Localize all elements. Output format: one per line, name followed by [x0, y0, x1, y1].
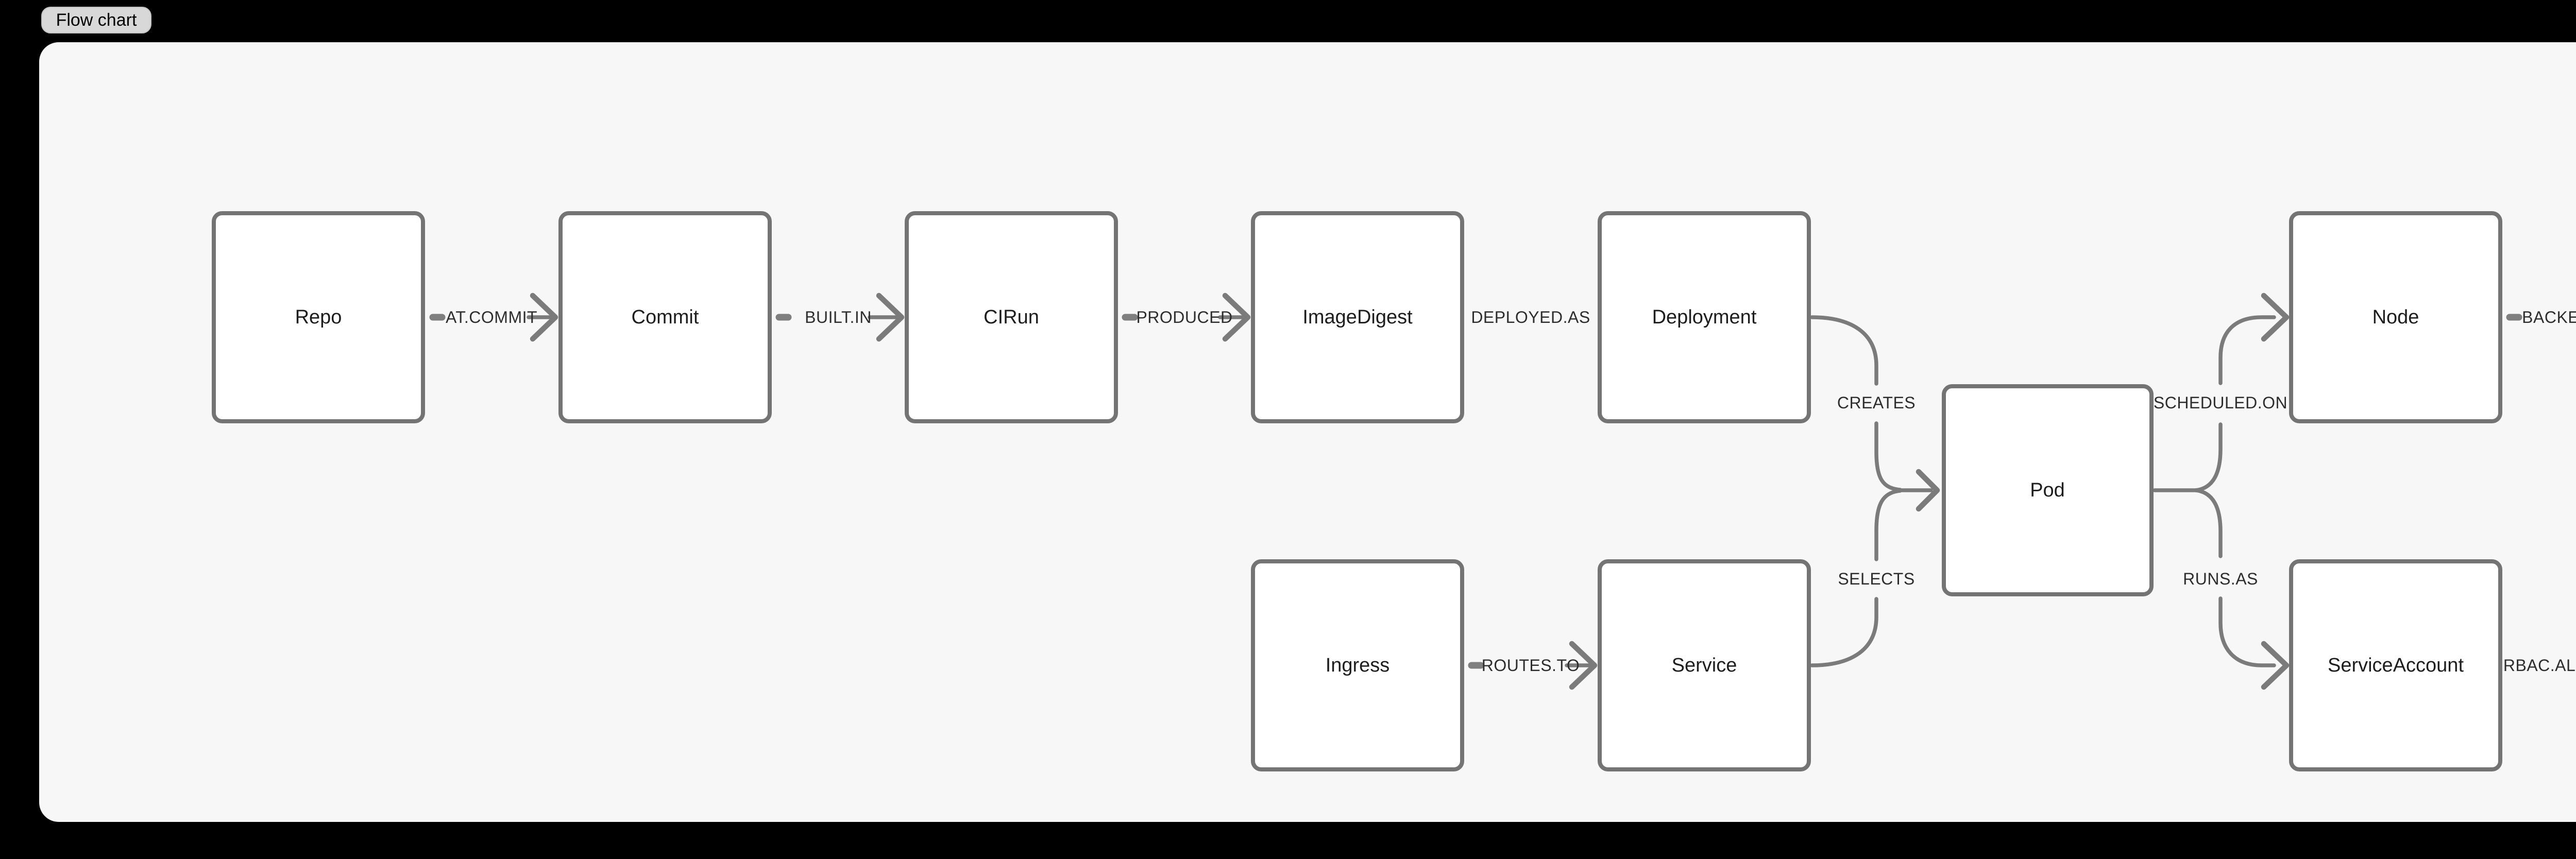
node-service-label: Service — [1672, 655, 1737, 676]
edge-arrowhead — [1222, 293, 1251, 342]
node-pod-label: Pod — [2030, 479, 2065, 501]
edge-routes-to: ROUTES.TO — [1468, 641, 1598, 690]
node-deployment-label: Deployment — [1652, 306, 1757, 328]
edge-rbac-allowed: RBAC.ALLOWED — [2503, 656, 2576, 675]
node-commit: Commit — [558, 211, 772, 423]
edge-path — [2218, 315, 2276, 385]
edge-deployed-as: DEPLOYED.AS — [1471, 308, 1590, 327]
edge-arrowhead — [1916, 469, 1940, 512]
edge-label: DEPLOYED.AS — [1471, 308, 1590, 327]
edge-path — [1810, 315, 1878, 386]
node-pod-box — [1942, 384, 2154, 596]
edge-label: RUNS.AS — [2183, 570, 2258, 588]
edge-path — [2218, 596, 2276, 667]
edge-label: SELECTS — [1838, 570, 1914, 588]
node-repo-box — [212, 211, 425, 423]
node-pod: Pod — [1942, 384, 2154, 596]
edge-label: ROUTES.TO — [1482, 656, 1580, 675]
node-node: Node — [2289, 211, 2502, 423]
node-cirun: CIRun — [905, 211, 1118, 423]
node-cirun-box — [905, 211, 1118, 423]
node-ingress-box — [1251, 559, 1464, 771]
edge-path — [2194, 488, 2223, 558]
edge-arrowhead — [2261, 293, 2290, 342]
edge-path — [2194, 422, 2223, 492]
edge-arrowhead — [2261, 641, 2290, 690]
edge-label: BUILT.IN — [805, 308, 872, 327]
edge-arrowhead — [1569, 641, 1598, 690]
edge-label: PRODUCED — [1136, 308, 1232, 327]
edge-label: CREATES — [1837, 393, 1916, 412]
node-service-box — [1598, 559, 1811, 771]
node-node-label: Node — [2372, 306, 2419, 328]
node-serviceaccount-box — [2289, 559, 2502, 771]
flow-chart-chip[interactable]: Flow chart — [41, 7, 151, 33]
edge-produced: PRODUCED — [1122, 293, 1251, 342]
edge-label: RBAC.ALLOWED — [2503, 656, 2576, 675]
node-repo-label: Repo — [295, 306, 342, 328]
node-ingress: Ingress — [1251, 559, 1464, 771]
node-cirun-label: CIRun — [984, 306, 1039, 328]
edge-scheduled-on: SCHEDULED.ON — [2153, 293, 2290, 492]
node-imagedigest-box — [1251, 211, 1464, 423]
node-serviceaccount: ServiceAccount — [2289, 559, 2502, 771]
node-imagedigest-label: ImageDigest — [1302, 306, 1413, 328]
node-node-box — [2289, 211, 2502, 423]
edge-label: AT.COMMIT — [446, 308, 537, 327]
edge-runs-as: RUNS.AS — [2183, 488, 2290, 690]
edge-selects: SELECTS — [1810, 489, 1914, 667]
edge-arrowhead — [530, 293, 558, 342]
node-ingress-label: Ingress — [1326, 655, 1390, 676]
node-serviceaccount-label: ServiceAccount — [2328, 655, 2464, 676]
edge-creates: CREATES — [1810, 315, 1916, 492]
edge-built-in: BUILT.IN — [775, 293, 905, 342]
node-commit-label: Commit — [632, 306, 699, 328]
node-deployment-box — [1598, 211, 1811, 423]
node-commit-box — [558, 211, 772, 423]
node-imagedigest: ImageDigest — [1251, 211, 1464, 423]
node-repo: Repo — [212, 211, 425, 423]
edge-label: BACKED.BY — [2522, 308, 2576, 327]
edge-path — [1874, 489, 1902, 561]
node-deployment: Deployment — [1598, 211, 1811, 423]
edge-arrowhead — [876, 293, 905, 342]
edge-path — [1810, 597, 1878, 667]
edge-arrow-into-pod — [1896, 469, 1940, 512]
edge-path — [1874, 421, 1902, 492]
edge-at-commit: AT.COMMIT — [429, 293, 558, 342]
node-service: Service — [1598, 559, 1811, 771]
edge-label: SCHEDULED.ON — [2154, 393, 2287, 412]
edge-backed-by: BACKED.BY — [2506, 308, 2576, 327]
